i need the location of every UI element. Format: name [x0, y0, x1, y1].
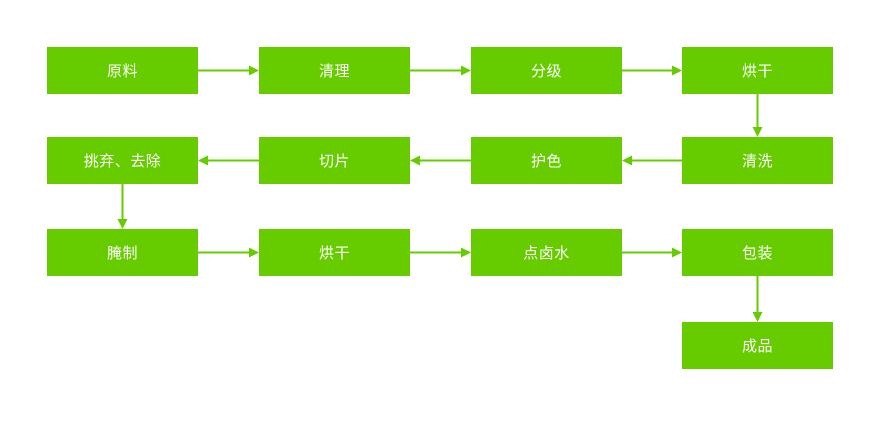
step-finished-product: 成品 [682, 322, 833, 369]
step-slicing: 切片 [259, 137, 410, 184]
arrow-head [672, 65, 682, 76]
step-sorting-removal: 挑弃、去除 [47, 137, 198, 184]
arrow-head [249, 65, 259, 76]
step-drying-1: 烘干 [682, 47, 833, 94]
step-drying-2: 烘干 [259, 229, 410, 276]
flow-arrow [622, 155, 682, 166]
step-pickling: 腌制 [47, 229, 198, 276]
arrow-head [117, 219, 128, 229]
flow-arrow [198, 247, 259, 258]
step-brine-coagulation: 点卤水 [471, 229, 622, 276]
step-washing: 清洗 [682, 137, 833, 184]
arrow-head [410, 155, 420, 166]
flow-arrow [198, 155, 259, 166]
arrow-head [198, 155, 208, 166]
flow-arrow [410, 247, 471, 258]
arrow-head [752, 312, 763, 322]
step-grading: 分级 [471, 47, 622, 94]
arrow-head [461, 247, 471, 258]
arrow-head [622, 155, 632, 166]
step-cleaning: 清理 [259, 47, 410, 94]
flow-arrow [410, 65, 471, 76]
flow-arrow [198, 65, 259, 76]
flow-arrow [410, 155, 471, 166]
arrow-head [461, 65, 471, 76]
arrow-head [249, 247, 259, 258]
flow-arrow [117, 184, 128, 229]
step-color-protection: 护色 [471, 137, 622, 184]
step-packaging: 包装 [682, 229, 833, 276]
arrow-head [672, 247, 682, 258]
flow-arrow [622, 247, 682, 258]
flow-arrow [752, 276, 763, 322]
arrow-head [752, 127, 763, 137]
step-raw-material: 原料 [47, 47, 198, 94]
flow-arrow [622, 65, 682, 76]
flow-arrow [752, 94, 763, 137]
